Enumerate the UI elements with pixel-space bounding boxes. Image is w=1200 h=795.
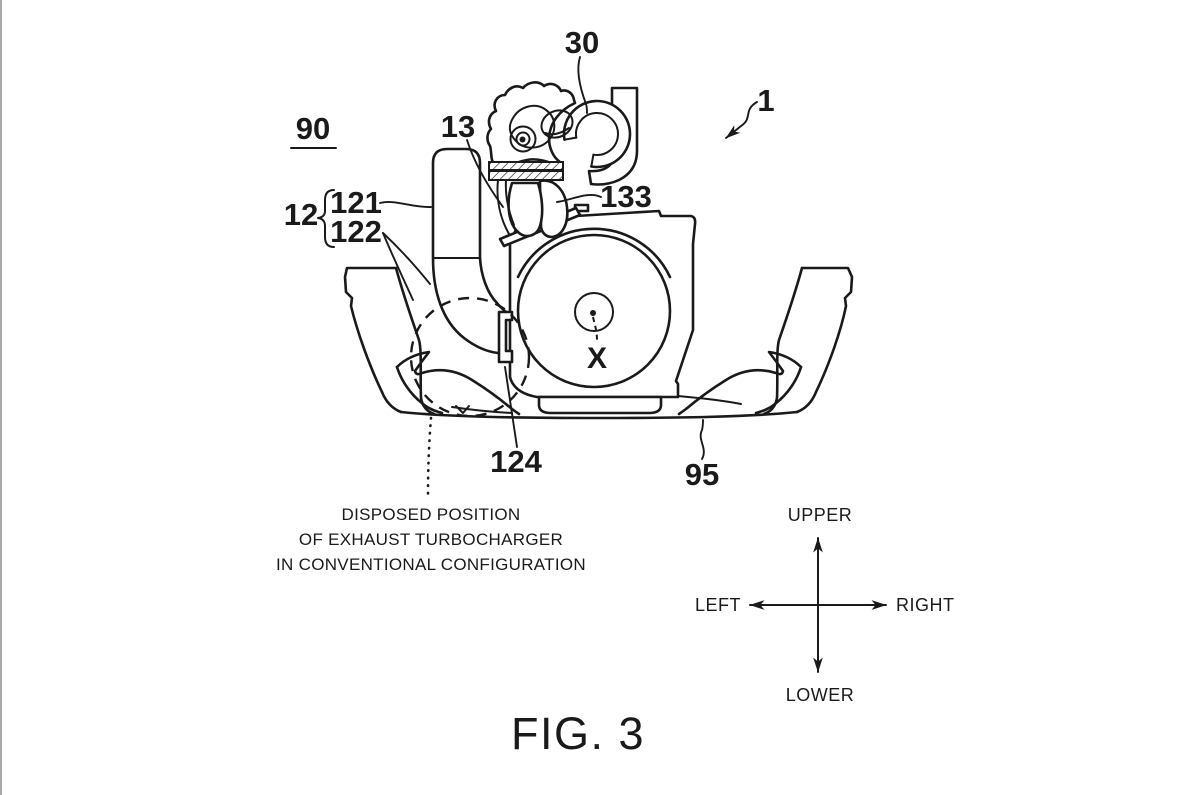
ref-label-121: 121	[330, 185, 382, 220]
leader-line-121	[379, 201, 432, 208]
crank-center-dot	[590, 310, 596, 316]
ref-label-95: 95	[685, 457, 719, 492]
vehicle-frame-drawing	[343, 266, 854, 420]
annotation-line-2: OF EXHAUST TURBOCHARGER	[299, 530, 563, 549]
leader-line-122b	[382, 232, 414, 301]
ref-label-12: 12	[284, 197, 318, 232]
engine-base-pad	[537, 395, 663, 415]
leader-line-30	[577, 56, 588, 114]
ref-label-124: 124	[490, 444, 542, 479]
turbo-housing-blob	[486, 81, 577, 172]
turbo-flange-bar-2	[488, 170, 564, 181]
leader-arrow-1	[725, 101, 758, 139]
turbo-flange-bar	[488, 161, 564, 171]
ref-label-133: 133	[600, 179, 652, 214]
leader-line-x	[592, 316, 598, 341]
dotted-leader-line	[426, 416, 433, 496]
leader-lines	[379, 56, 758, 460]
turbo-scroll-outer	[562, 99, 632, 169]
orientation-compass: UPPER LOWER LEFT RIGHT	[695, 505, 955, 705]
figure-caption: FIG. 3	[511, 708, 645, 759]
ref-label-30: 30	[565, 25, 599, 60]
engine-unit-drawing	[508, 203, 697, 415]
brace-12	[317, 189, 335, 248]
leader-line-95	[699, 419, 705, 460]
compass-label-upper: UPPER	[788, 505, 853, 525]
leader-line-133	[556, 194, 602, 203]
conventional-position-dashed-circle	[409, 296, 531, 418]
conventional-position-marker	[409, 296, 531, 496]
crank-center-circle	[574, 292, 614, 332]
turbocharger-drawing	[486, 81, 639, 186]
compass-label-left: LEFT	[695, 595, 741, 615]
ref-label-13: 13	[441, 109, 475, 144]
reference-numerals: 90 30 1 13 12 121 122 133 124 95 X	[284, 25, 775, 492]
ref-label-90: 90	[296, 111, 330, 146]
annotation-line-3: IN CONVENTIONAL CONFIGURATION	[276, 555, 586, 574]
axis-label-x: X	[587, 342, 607, 375]
leader-line-13	[466, 139, 504, 208]
annotation-text: DISPOSED POSITION OF EXHAUST TURBOCHARGE…	[276, 505, 586, 574]
intake-duct-drawing	[431, 147, 514, 364]
compass-label-lower: LOWER	[786, 685, 855, 705]
ref-label-122: 122	[330, 214, 382, 249]
turbo-scroll-inner	[574, 112, 619, 157]
leader-line-124	[504, 366, 518, 448]
annotation-line-1: DISPOSED POSITION	[342, 505, 521, 524]
exhaust-pipe-drawing	[496, 179, 569, 239]
leader-line-122a	[382, 232, 431, 285]
compass-label-right: RIGHT	[896, 595, 955, 615]
screenshot-left-border	[0, 0, 2, 795]
turbo-shaft-dot	[519, 136, 526, 143]
ref-label-1: 1	[757, 83, 774, 118]
